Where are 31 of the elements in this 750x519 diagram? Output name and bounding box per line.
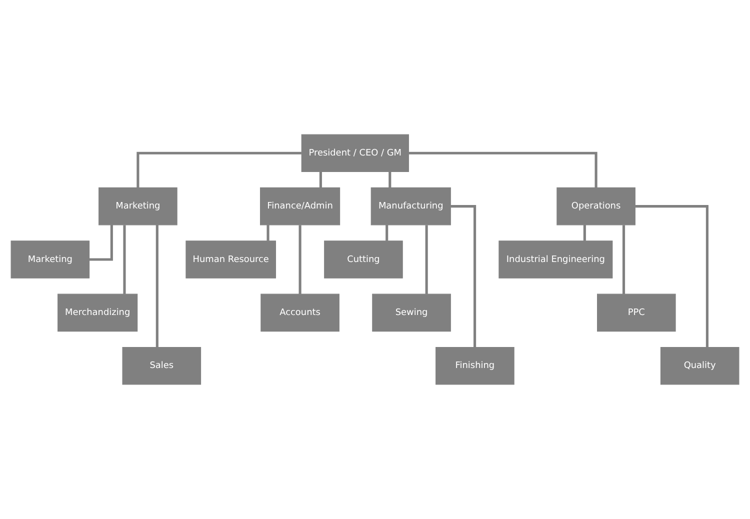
node-box: Sewing (372, 294, 451, 332)
node-box: Sales (122, 346, 202, 385)
node-box: Human Resource (186, 240, 276, 278)
connector (89, 224, 113, 261)
connector (136, 152, 302, 188)
node-box: Quality (660, 346, 740, 385)
node-box: Manufacturing (370, 187, 451, 226)
connector (156, 224, 158, 348)
node-box: Finishing (436, 346, 514, 385)
connector (450, 205, 476, 348)
connector (388, 172, 392, 188)
node-box: Merchandizing (58, 294, 138, 332)
connector (123, 225, 126, 294)
connector (622, 225, 626, 294)
connector (266, 224, 270, 241)
connector (635, 205, 708, 348)
node-box: President / CEO / GM (301, 134, 409, 172)
node-box: PPC (597, 294, 676, 332)
connector (583, 224, 586, 241)
connector (386, 224, 388, 241)
node-box: Operations (556, 187, 636, 226)
connector (319, 172, 322, 188)
connector (408, 152, 598, 188)
node-box: Marketing (98, 187, 178, 226)
node-box: Accounts (260, 294, 340, 332)
node-box: Industrial Engineering (498, 240, 613, 278)
node-box: Finance/Admin (260, 187, 340, 226)
node-box: Cutting (324, 240, 403, 278)
connector (425, 225, 428, 294)
connector (298, 225, 302, 294)
node-box: Marketing (10, 240, 90, 278)
